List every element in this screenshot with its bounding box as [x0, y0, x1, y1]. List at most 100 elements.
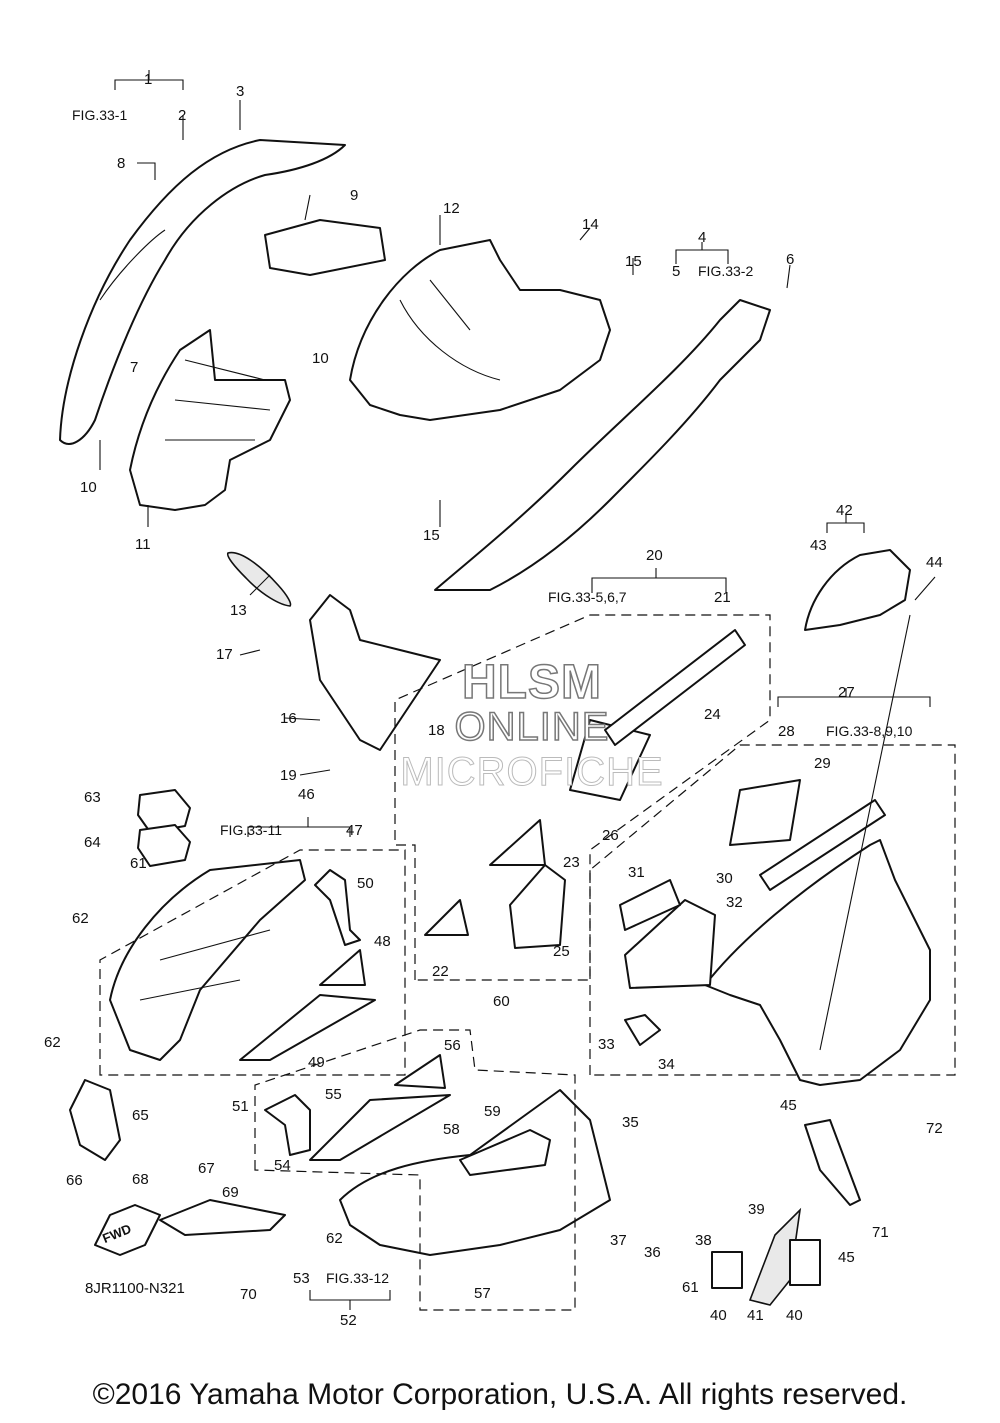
fwd-arrow-icon	[94, 1204, 161, 1256]
part-triangle-22	[424, 899, 469, 936]
callout-29: 29	[814, 755, 831, 772]
callout-34: 34	[658, 1056, 675, 1073]
fig-ref-33-11: FIG.33-11	[220, 822, 282, 838]
part-strip-55	[309, 1094, 451, 1161]
callout-10b: 10	[312, 350, 329, 367]
callout-40b: 40	[786, 1307, 803, 1324]
callout-4: 4	[698, 229, 706, 246]
callout-62b: 62	[44, 1034, 61, 1051]
callout-53: 53	[293, 1270, 310, 1287]
part-strip-24	[604, 629, 746, 746]
callout-60: 60	[493, 993, 510, 1010]
part-upper-cowl	[349, 239, 611, 421]
callout-31: 31	[628, 864, 645, 881]
part-bracket-71	[804, 1119, 861, 1206]
fig-ref-33-2: FIG.33-2	[698, 263, 753, 279]
callout-16: 16	[280, 710, 297, 727]
part-sticker-40a	[711, 1251, 743, 1289]
part-shapes	[59, 139, 931, 1306]
part-number-callouts: 1 2 3 4 5 6 7 8 9 10 10 11 12 13 14 15 1…	[44, 71, 943, 1329]
part-large-side-panel	[704, 839, 931, 1086]
callout-10a: 10	[80, 479, 97, 496]
callout-43: 43	[810, 537, 827, 554]
callout-15a: 15	[625, 253, 642, 270]
fig-ref-33-567: FIG.33-5,6,7	[548, 589, 627, 605]
part-side-cowl	[434, 299, 771, 591]
part-bracket-54	[264, 1094, 311, 1156]
part-triangle-56	[394, 1054, 446, 1089]
callout-20: 20	[646, 547, 663, 564]
callout-12: 12	[443, 200, 460, 217]
callout-28: 28	[778, 723, 795, 740]
part-bracket-67	[159, 1199, 286, 1236]
callout-62a: 62	[72, 910, 89, 927]
callout-67: 67	[198, 1160, 215, 1177]
callout-26: 26	[602, 827, 619, 844]
callout-2: 2	[178, 107, 186, 124]
part-gasket-64	[137, 824, 191, 867]
part-lower-left-duct	[109, 859, 306, 1061]
callout-51: 51	[232, 1098, 249, 1115]
part-bracket-66	[69, 1079, 121, 1161]
part-pad-25	[509, 864, 566, 949]
group-boundary-46	[99, 849, 406, 1076]
callout-46: 46	[298, 786, 315, 803]
group-boundaries	[99, 614, 956, 1311]
callout-72: 72	[926, 1120, 943, 1137]
part-rear-cover	[804, 549, 911, 631]
group-boundary-20	[394, 614, 771, 981]
callout-71: 71	[872, 1224, 889, 1241]
callout-19: 19	[280, 767, 297, 784]
part-inner-bracket	[309, 594, 441, 751]
callout-35: 35	[622, 1114, 639, 1131]
callout-57: 57	[474, 1285, 491, 1302]
callout-1: 1	[144, 71, 152, 88]
part-brace-59	[459, 1129, 551, 1176]
callout-38: 38	[695, 1232, 712, 1249]
callout-13: 13	[230, 602, 247, 619]
part-sticker-40b	[789, 1239, 821, 1286]
callout-61b: 61	[682, 1279, 699, 1296]
callout-18: 18	[428, 722, 445, 739]
fig-ref-33-1: FIG.33-1	[72, 107, 127, 123]
callout-39: 39	[748, 1201, 765, 1218]
callout-45b: 45	[838, 1249, 855, 1266]
callout-69: 69	[222, 1184, 239, 1201]
callout-32: 32	[726, 894, 743, 911]
callout-61a: 61	[130, 855, 147, 872]
callout-68: 68	[132, 1171, 149, 1188]
callout-17: 17	[216, 646, 233, 663]
diagram-code: 8JR1100-N321	[85, 1280, 185, 1297]
callout-36: 36	[644, 1244, 661, 1261]
callout-44: 44	[926, 554, 943, 571]
callout-37: 37	[610, 1232, 627, 1249]
part-bracket-33	[624, 1014, 661, 1046]
callout-58: 58	[443, 1121, 460, 1138]
callout-30: 30	[716, 870, 733, 887]
part-strip-29	[759, 799, 886, 891]
callout-52: 52	[340, 1312, 357, 1329]
callout-64: 64	[84, 834, 101, 851]
callout-7: 7	[130, 359, 138, 376]
callout-41: 41	[747, 1307, 764, 1324]
callout-54: 54	[274, 1157, 291, 1174]
callout-66: 66	[66, 1172, 83, 1189]
callout-50: 50	[357, 875, 374, 892]
part-strip-49	[239, 994, 376, 1061]
callout-6: 6	[786, 251, 794, 268]
fig-references: FIG.33-1 FIG.33-2 FIG.33-5,6,7 FIG.33-8,…	[72, 107, 913, 1286]
callout-24: 24	[704, 706, 721, 723]
part-mesh-grille	[226, 551, 292, 607]
part-bracket-50	[314, 869, 361, 946]
part-strip-31	[619, 879, 681, 931]
part-plate-9	[264, 219, 386, 276]
callout-47: 47	[346, 822, 363, 839]
callout-62c: 62	[326, 1230, 343, 1247]
fig-ref-33-12: FIG.33-12	[326, 1270, 389, 1286]
callout-11: 11	[135, 536, 151, 553]
callout-27: 27	[838, 684, 855, 701]
callout-3: 3	[236, 83, 244, 100]
callout-56: 56	[444, 1037, 461, 1054]
callout-70: 70	[240, 1286, 257, 1303]
